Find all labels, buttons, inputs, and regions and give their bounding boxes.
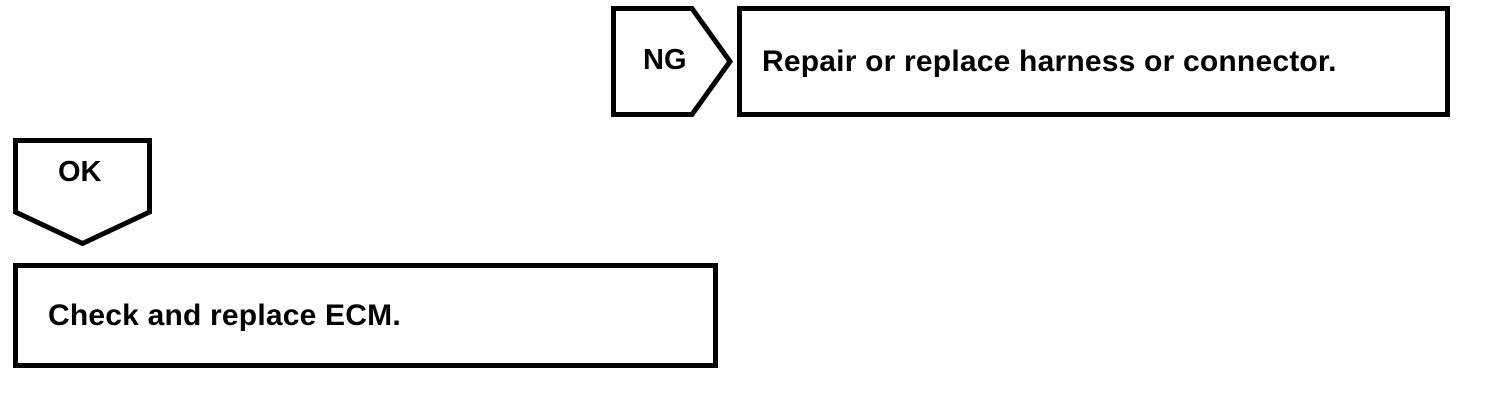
node-check-and-replace-ecm-label: Check and replace ECM. xyxy=(48,298,401,332)
connector-ng-label: NG xyxy=(643,44,687,76)
arrow-down-pentagon-icon xyxy=(13,138,152,247)
connector-ok: OK xyxy=(13,138,152,247)
node-check-and-replace-ecm: Check and replace ECM. xyxy=(13,263,718,368)
connector-ok-label: OK xyxy=(58,156,102,188)
node-repair-or-replace-harness: Repair or replace harness or connector. xyxy=(737,6,1450,117)
connector-ng: NG xyxy=(611,6,734,117)
node-repair-or-replace-harness-label: Repair or replace harness or connector. xyxy=(762,44,1337,78)
arrow-right-pentagon-icon xyxy=(611,6,734,117)
